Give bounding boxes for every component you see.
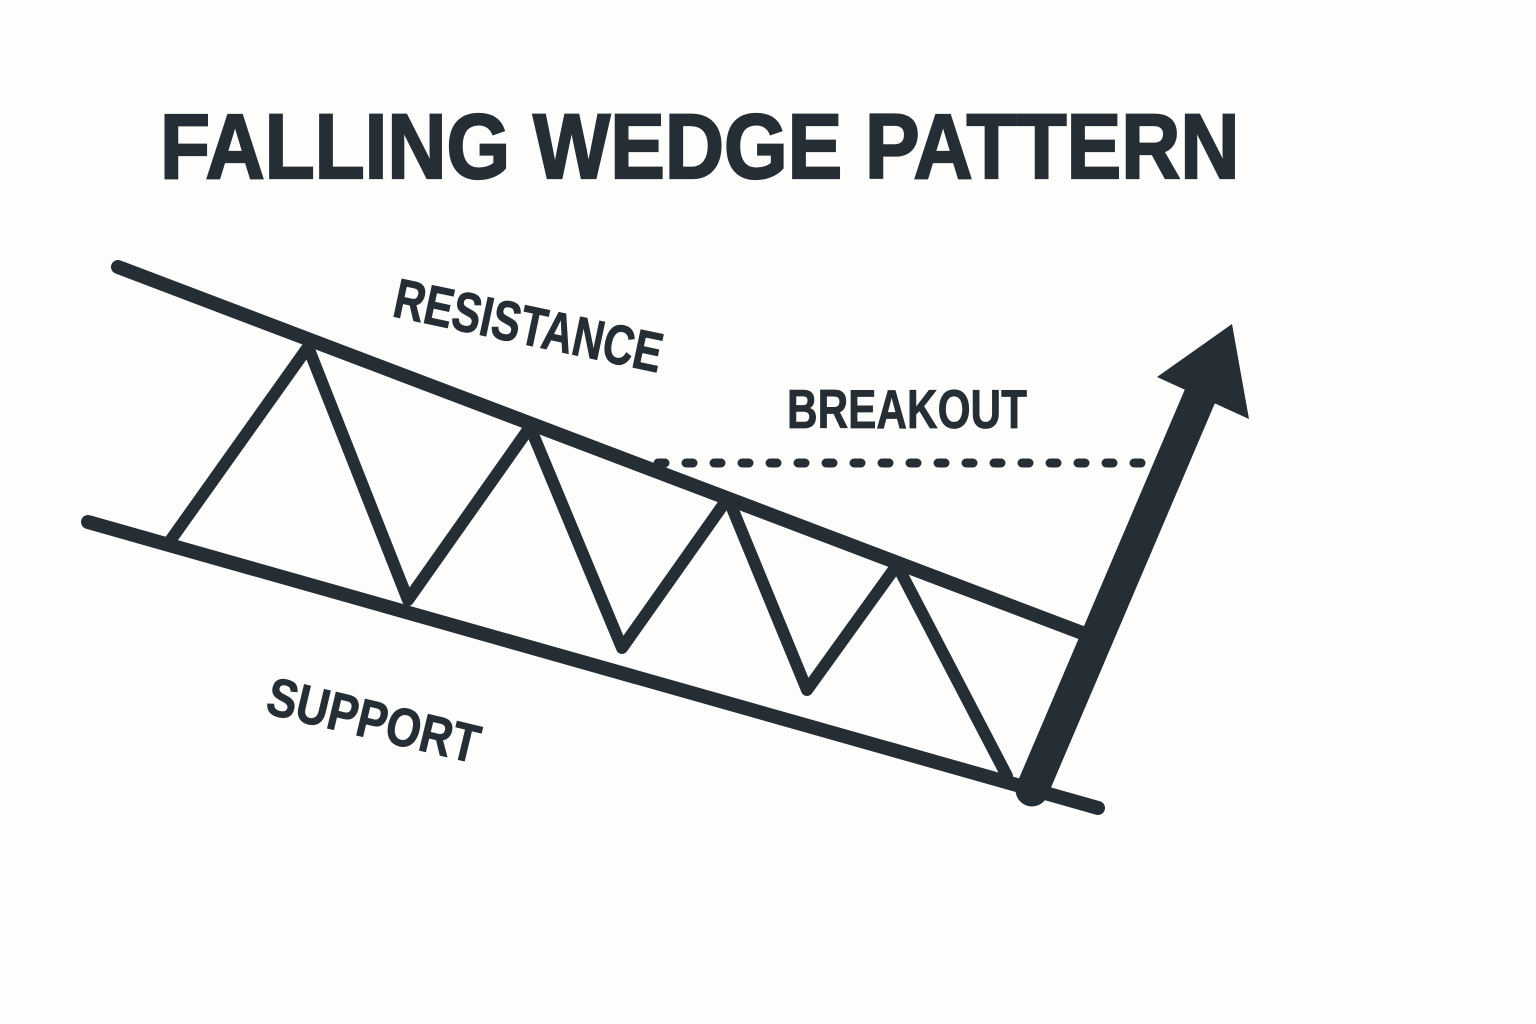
breakout-arrow — [1015, 324, 1249, 807]
support-trendline — [81, 515, 1105, 815]
support-label: SUPPORT — [261, 665, 486, 775]
resistance-label: RESISTANCE — [388, 267, 668, 385]
diagram-title: FALLING WEDGE PATTERN — [160, 96, 1239, 198]
breakout-arrow-shaft — [1015, 379, 1217, 807]
resistance-trendline — [111, 260, 1092, 641]
breakout-label: BREAKOUT — [787, 380, 1027, 441]
breakout-arrow-head-icon — [1157, 324, 1249, 419]
price-zigzag-line — [164, 341, 1013, 782]
